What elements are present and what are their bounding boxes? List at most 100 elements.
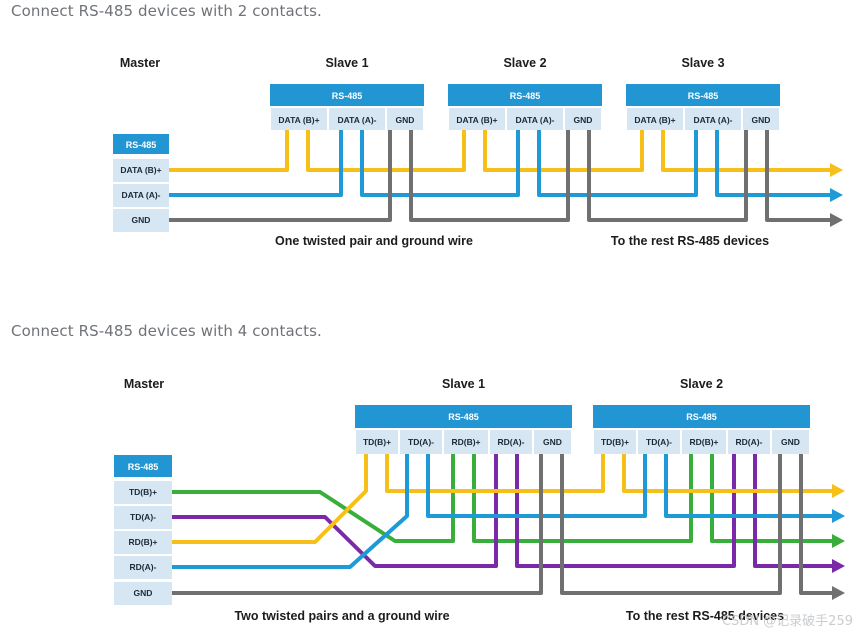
slave-box-header [355, 405, 572, 428]
master-label: Master [124, 377, 164, 391]
wire-blue-arrow [832, 509, 845, 523]
slave-box-cell [534, 430, 571, 454]
slave-box-title: RS-485 [686, 412, 717, 422]
wires-layer [169, 128, 845, 600]
slave-box-cell-label: DATA (B)+ [278, 115, 319, 125]
master-box-row [114, 481, 172, 504]
slave-box-cell [565, 108, 601, 130]
master-box-row [113, 159, 169, 182]
section1-heading: Connect RS-485 devices with 2 contacts. [11, 2, 322, 20]
slave-box-title: RS-485 [510, 91, 541, 101]
slave-box-cell [449, 108, 505, 130]
caption-right: To the rest RS-485 devices [611, 234, 769, 248]
slave-label: Slave 1 [325, 56, 368, 70]
slave-box-title: RS-485 [332, 91, 363, 101]
slave-box-cell [772, 430, 809, 454]
slave-box-cell [728, 430, 770, 454]
wire-yellow [172, 454, 832, 544]
master-box-row-label: DATA (B)+ [120, 165, 161, 175]
master-box-row-label: GND [134, 588, 153, 598]
slave-box-cell [743, 108, 779, 130]
master-box-row [114, 506, 172, 529]
slave-box-cell [490, 430, 532, 454]
wire-data-b-arrow [830, 163, 843, 177]
slave-box-cell-label: TD(B)+ [601, 437, 629, 447]
slave-box-cell [638, 430, 680, 454]
master-box-header [113, 134, 169, 154]
slave-box-cell-label: GND [396, 115, 415, 125]
slave-label: Slave 3 [681, 56, 724, 70]
wire-green-arrow [832, 534, 845, 548]
master-box-title: RS-485 [126, 140, 157, 150]
caption-left: Two twisted pairs and a ground wire [234, 609, 449, 623]
wire-purple [172, 454, 832, 568]
slave-box-cell [356, 430, 398, 454]
slave-box-cell [627, 108, 683, 130]
slave-box-cell-label: DATA (B)+ [456, 115, 497, 125]
slave-box-header [270, 84, 424, 106]
wire-data-b [169, 128, 830, 172]
slave-box-cell [329, 108, 385, 130]
slave-box-cell-label: RD(A)- [498, 437, 525, 447]
master-box-row-label: GND [132, 215, 151, 225]
slave-box-cell-label: DATA (B)+ [634, 115, 675, 125]
slave-box-cell-label: GND [781, 437, 800, 447]
slave-box-cell [400, 430, 442, 454]
slave-box-cell-label: DATA (A)- [515, 115, 554, 125]
slave-box-cell-label: TD(A)- [408, 437, 434, 447]
slave-label: Slave 2 [503, 56, 546, 70]
master-box-row-label: DATA (A)- [121, 190, 160, 200]
watermark: CSDN @记录破手259 [721, 614, 853, 629]
slave-label: Slave 2 [680, 377, 723, 391]
master-box-row-label: RD(A)- [130, 562, 157, 572]
wire-gnd [169, 128, 830, 222]
slave-box-header [593, 405, 810, 428]
wire-data-a-arrow [830, 188, 843, 202]
slave-box-title: RS-485 [688, 91, 719, 101]
slave-label: Slave 1 [442, 377, 485, 391]
master-box-row-label: RD(B)+ [128, 537, 157, 547]
slave-box-cell-label: RD(B)+ [689, 437, 718, 447]
wire-yellow-arrow [832, 484, 845, 498]
slave-box-cell-label: DATA (A)- [337, 115, 376, 125]
slave-box-cell-label: TD(A)- [646, 437, 672, 447]
slave-box-cell-label: GND [543, 437, 562, 447]
section2-heading: Connect RS-485 devices with 4 contacts. [11, 322, 322, 340]
wire-purple-arrow [832, 559, 845, 573]
master-box-row [113, 209, 169, 232]
wire-gnd-arrow [830, 213, 843, 227]
wire-gnd [172, 454, 832, 595]
slave-box-cell [685, 108, 741, 130]
slave-box-cell [387, 108, 423, 130]
slave-box-cell-label: GND [574, 115, 593, 125]
master-box-row-label: TD(A)- [130, 512, 156, 522]
wire-green [172, 454, 832, 543]
slave-box-cell-label: TD(B)+ [363, 437, 391, 447]
slave-box-cell [682, 430, 726, 454]
wire-data-a [169, 128, 830, 197]
slave-box-cell-label: RD(A)- [736, 437, 763, 447]
slave-box-cell-label: RD(B)+ [451, 437, 480, 447]
slave-box-header [626, 84, 780, 106]
wire-blue [172, 454, 832, 569]
slave-box-title: RS-485 [448, 412, 479, 422]
caption-right: To the rest RS-485 devices [626, 609, 784, 623]
master-box-row [114, 556, 172, 579]
slave-box-header [448, 84, 602, 106]
slave-box-cell-label: DATA (A)- [693, 115, 732, 125]
wire-gnd-arrow [832, 586, 845, 600]
master-box-row [114, 582, 172, 605]
slave-box-cell [594, 430, 636, 454]
slave-box-cell [271, 108, 327, 130]
master-box-title: RS-485 [128, 462, 159, 472]
master-box-row [114, 531, 172, 554]
slave-box-cell-label: GND [752, 115, 771, 125]
master-box-row-label: TD(B)+ [129, 487, 157, 497]
master-box-header [114, 455, 172, 477]
caption-left: One twisted pair and ground wire [275, 234, 473, 248]
master-box-row [113, 184, 169, 207]
slave-box-cell [444, 430, 488, 454]
slave-box-cell [507, 108, 563, 130]
